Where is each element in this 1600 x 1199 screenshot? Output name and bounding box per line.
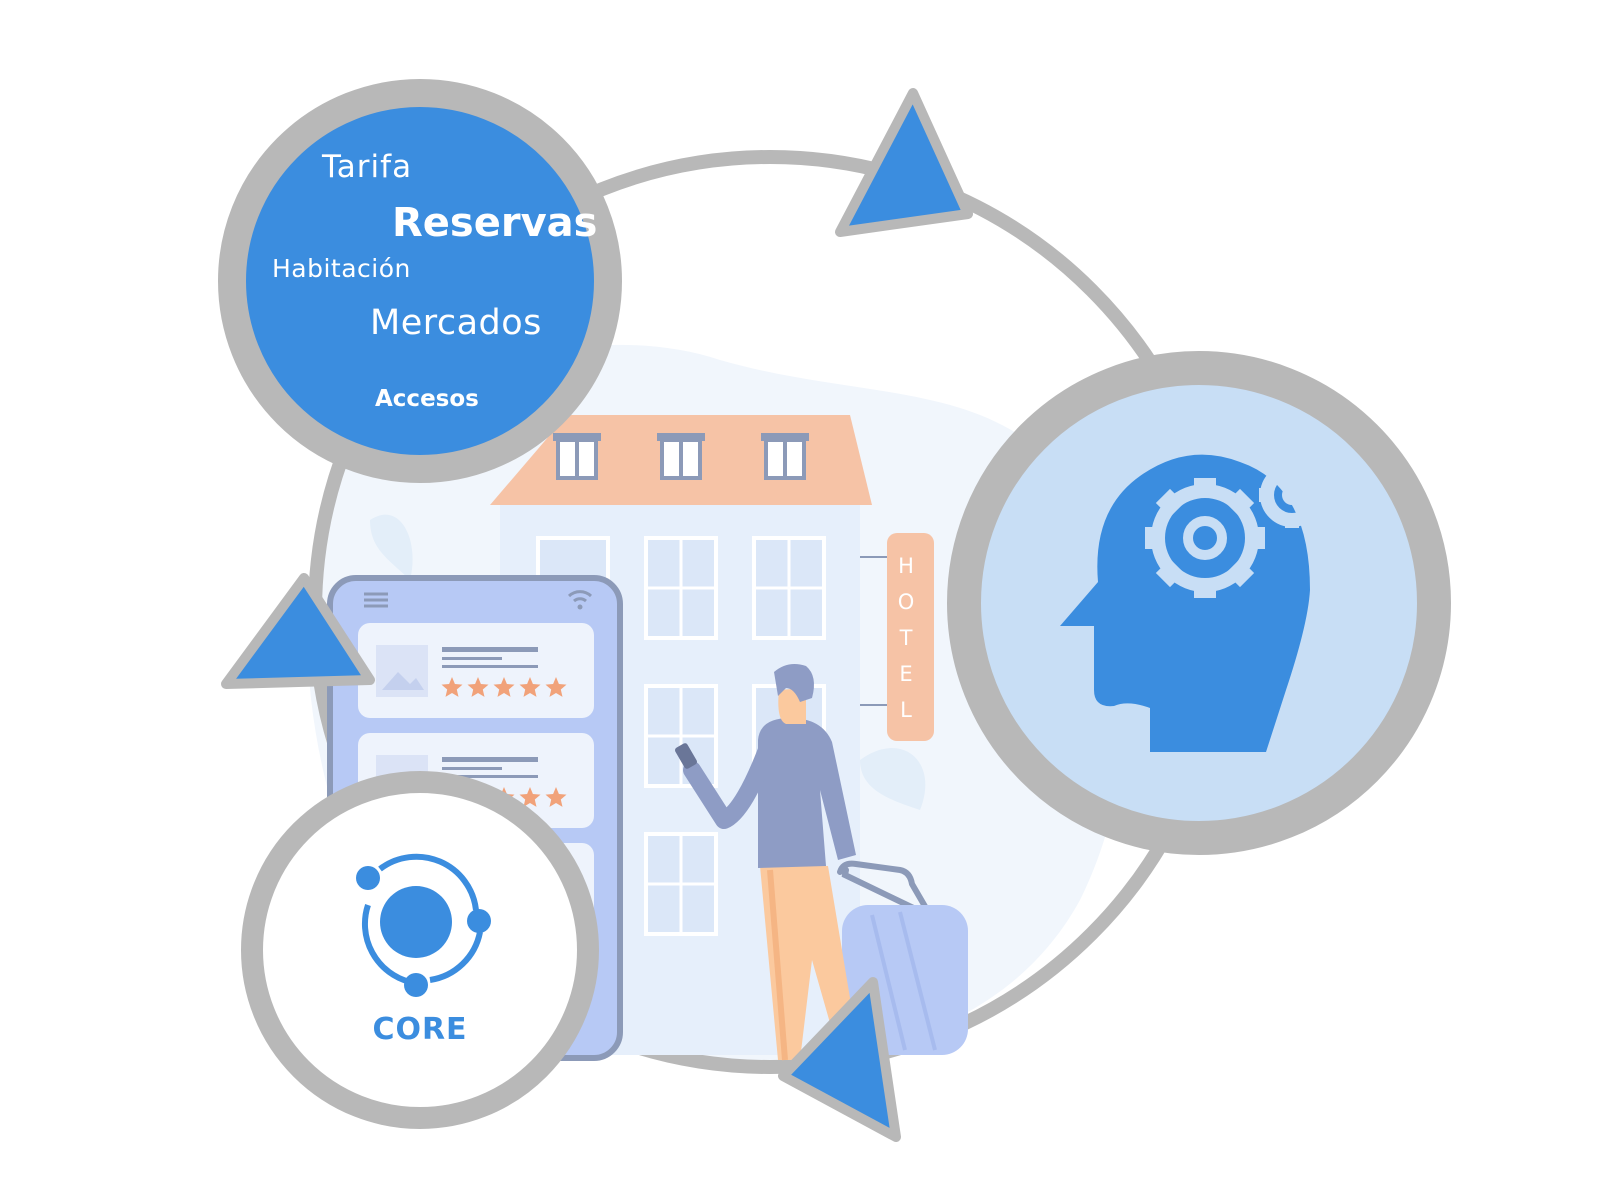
core-orbit-icon (356, 853, 491, 997)
star-icon (545, 677, 567, 697)
hotel-sign-letter: H (898, 554, 914, 578)
star-icon (493, 677, 515, 697)
word-habitacion: Habitación (272, 254, 411, 283)
word-cloud-circle (218, 79, 622, 483)
core-node (241, 771, 599, 1129)
word-accesos: Accesos (375, 386, 479, 412)
word-reservas: Reservas (392, 200, 598, 246)
star-icon (467, 677, 489, 697)
hotel-sign-letter: L (900, 698, 912, 722)
star-icon (519, 787, 541, 807)
rating-stars (441, 677, 567, 697)
star-icon (441, 677, 463, 697)
star-icon (545, 787, 567, 807)
head-gears-icon (1060, 454, 1325, 752)
traveler-with-suitcase-illustration (675, 664, 968, 1061)
word-tarifa: Tarifa (322, 149, 413, 185)
hotel-sign-letter: O (897, 590, 915, 614)
cycle-arrow-icon (221, 88, 973, 1142)
star-icon (519, 677, 541, 697)
hotel-sign (887, 533, 934, 741)
ai-head-node (947, 351, 1451, 855)
core-label: CORE (372, 1012, 468, 1047)
word-mercados: Mercados (370, 303, 542, 343)
hotel-sign-letter: T (899, 626, 913, 650)
hotel-sign-letter: E (899, 662, 913, 686)
